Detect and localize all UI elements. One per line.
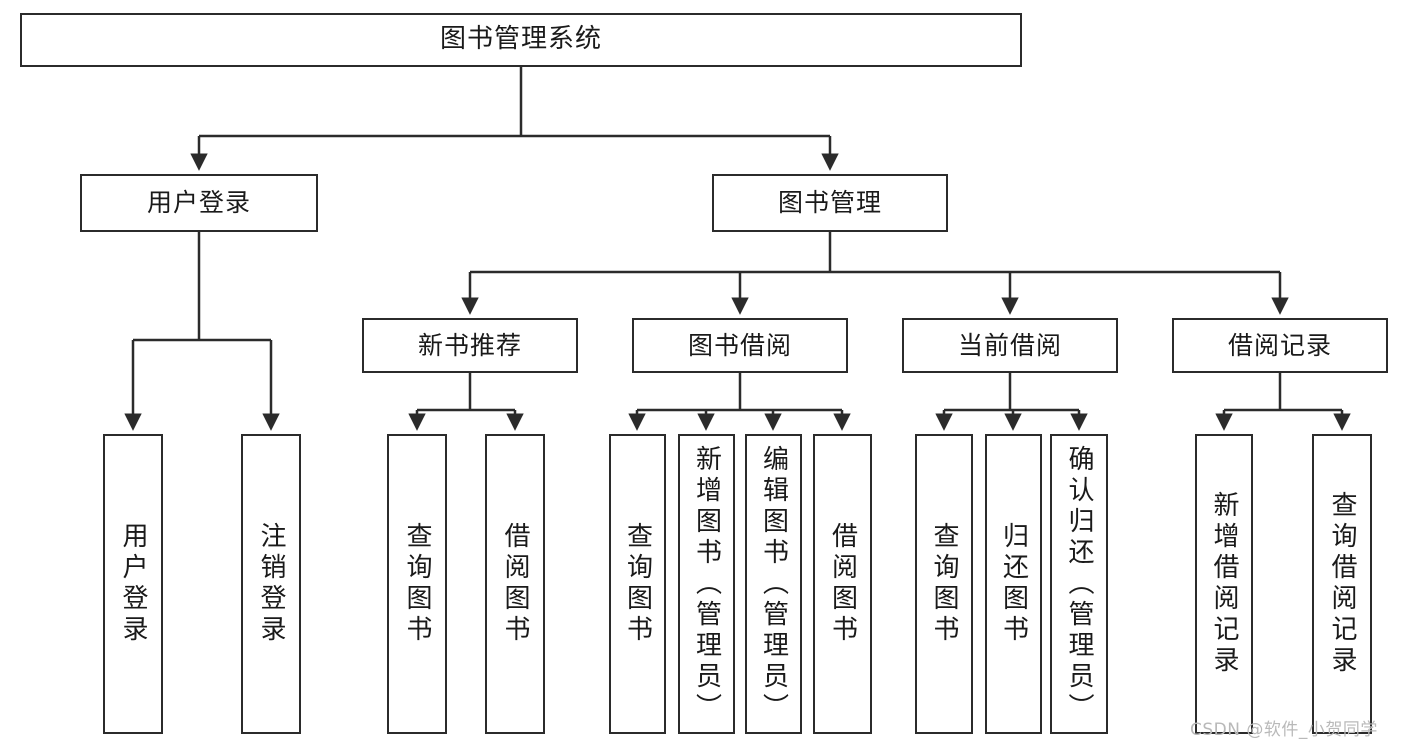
node-book-borrow[interactable]: 图书借阅 — [632, 318, 848, 373]
node-leaf-add-book[interactable]: 新增图书（管理员） — [678, 434, 735, 734]
node-leaf-query-book-3[interactable]: 查询图书 — [915, 434, 973, 734]
node-book-management-label: 图书管理 — [777, 188, 882, 217]
node-leaf-query-book-3-label: 查询图书 — [929, 522, 959, 646]
node-leaf-query-book-1-label: 查询图书 — [402, 522, 432, 646]
node-user-login-label: 用户登录 — [146, 188, 251, 217]
node-current-borrow-label: 当前借阅 — [957, 330, 1062, 360]
node-book-borrow-label: 图书借阅 — [687, 330, 792, 360]
node-leaf-query-record-label: 查询借阅记录 — [1327, 491, 1357, 677]
node-leaf-confirm-return-label: 确认归还（管理员） — [1064, 444, 1094, 724]
node-leaf-query-book-1[interactable]: 查询图书 — [387, 434, 447, 734]
node-borrow-record[interactable]: 借阅记录 — [1172, 318, 1388, 373]
node-current-borrow[interactable]: 当前借阅 — [902, 318, 1118, 373]
node-leaf-query-record[interactable]: 查询借阅记录 — [1312, 434, 1372, 734]
node-leaf-edit-book-label: 编辑图书（管理员） — [758, 444, 789, 724]
csdn-watermark: CSDN @软件_小贺同学 — [1190, 720, 1378, 740]
node-leaf-borrow-book-2[interactable]: 借阅图书 — [813, 434, 872, 734]
node-leaf-borrow-book-1[interactable]: 借阅图书 — [485, 434, 545, 734]
node-leaf-add-record-label: 新增借阅记录 — [1209, 491, 1239, 677]
node-leaf-borrow-book-1-label: 借阅图书 — [500, 522, 530, 646]
node-leaf-add-book-label: 新增图书（管理员） — [691, 444, 722, 724]
node-new-book-recommend-label: 新书推荐 — [417, 330, 522, 360]
node-leaf-edit-book[interactable]: 编辑图书（管理员） — [745, 434, 802, 734]
node-leaf-add-record[interactable]: 新增借阅记录 — [1195, 434, 1253, 734]
node-leaf-return-book[interactable]: 归还图书 — [985, 434, 1042, 734]
node-new-book-recommend[interactable]: 新书推荐 — [362, 318, 578, 373]
node-leaf-confirm-return[interactable]: 确认归还（管理员） — [1050, 434, 1108, 734]
node-root[interactable]: 图书管理系统 — [20, 13, 1022, 67]
node-book-management[interactable]: 图书管理 — [712, 174, 948, 232]
node-leaf-user-login-label: 用户登录 — [118, 522, 148, 646]
node-leaf-user-logout[interactable]: 注销登录 — [241, 434, 301, 734]
node-leaf-user-logout-label: 注销登录 — [256, 522, 286, 646]
node-root-label: 图书管理系统 — [439, 24, 602, 55]
node-leaf-user-login[interactable]: 用户登录 — [103, 434, 163, 734]
node-leaf-query-book-2[interactable]: 查询图书 — [609, 434, 666, 734]
node-borrow-record-label: 借阅记录 — [1227, 330, 1332, 360]
node-leaf-borrow-book-2-label: 借阅图书 — [827, 522, 858, 646]
node-leaf-return-book-label: 归还图书 — [998, 522, 1029, 646]
node-leaf-query-book-2-label: 查询图书 — [622, 522, 653, 646]
node-user-login[interactable]: 用户登录 — [80, 174, 318, 232]
